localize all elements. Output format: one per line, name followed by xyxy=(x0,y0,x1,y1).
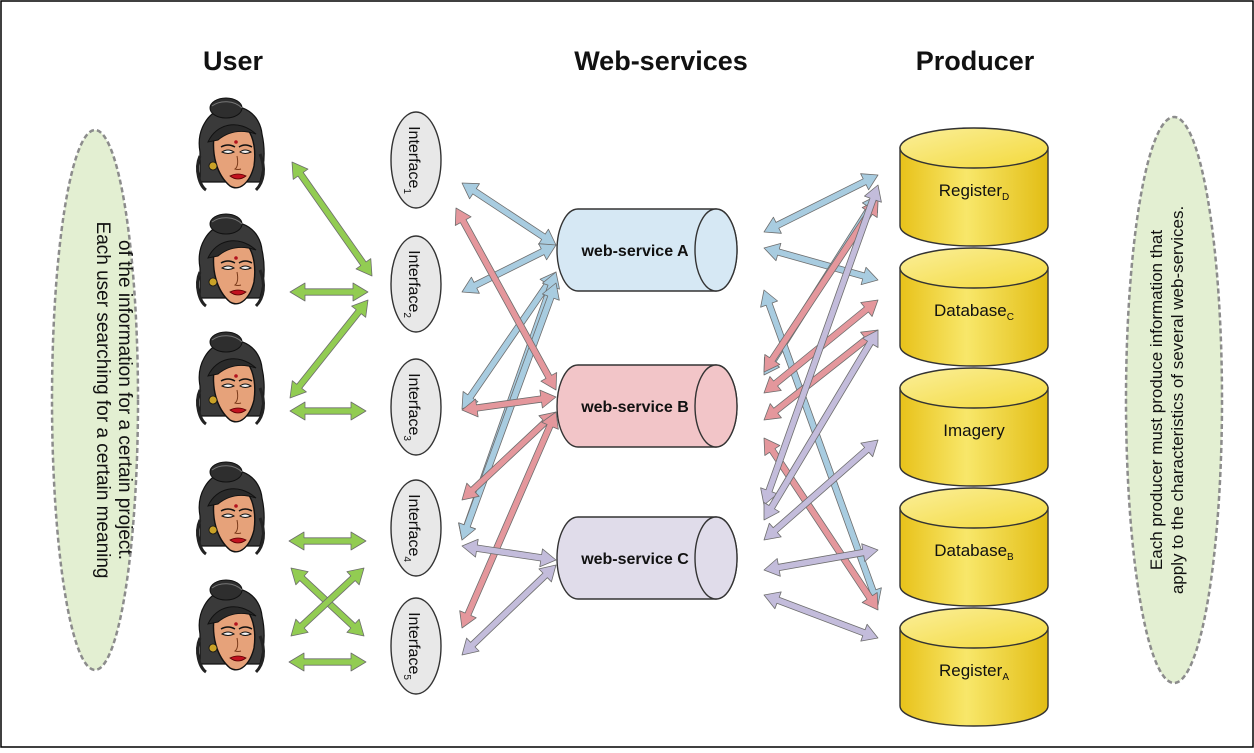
database-body xyxy=(899,627,1049,727)
user-avatar xyxy=(196,579,265,674)
user-avatar xyxy=(196,97,265,192)
interface-shape xyxy=(390,597,442,695)
interface-shape xyxy=(390,235,442,333)
user-interface-arrow xyxy=(291,161,373,277)
web-service-c-arrow xyxy=(760,184,882,506)
producer-3: Imagery xyxy=(899,367,1049,487)
web-service-b-arrow xyxy=(763,437,879,611)
interface-2: Interface2 xyxy=(390,235,442,333)
producer-label: RegisterD xyxy=(939,181,1010,203)
web-service-b-arrow xyxy=(459,411,559,629)
interface-shape xyxy=(390,111,442,209)
producer-label: Imagery xyxy=(943,421,1005,440)
interface-4: Interface4 xyxy=(390,479,442,577)
database-body xyxy=(899,507,1049,607)
interfaces-column: Interface1Interface2Interface3Interface4… xyxy=(390,111,442,695)
producer-label: RegisterA xyxy=(939,661,1009,683)
database-body xyxy=(899,387,1049,487)
producer-note-line-2: apply to the characteristics of several … xyxy=(1168,206,1187,594)
user-interface-arrow xyxy=(288,531,367,551)
web-service-label: web-service A xyxy=(580,243,688,260)
user-interface-arrow xyxy=(290,567,365,637)
producer-note: Each producer must produce information t… xyxy=(1124,115,1224,685)
web-service-c-arrow xyxy=(763,591,879,642)
database-top xyxy=(899,487,1049,529)
interface-label: Interface4 xyxy=(401,494,422,562)
user-interface-arrow xyxy=(289,401,367,421)
user-avatar xyxy=(196,461,265,556)
users-column xyxy=(196,97,265,674)
producer-2: DatabaseC xyxy=(899,247,1049,367)
user-interface-arrow xyxy=(289,299,369,399)
web-service-end xyxy=(694,516,738,600)
user-avatar xyxy=(196,331,265,426)
web-service-end xyxy=(694,208,738,292)
producer-1: RegisterD xyxy=(899,127,1049,247)
web-service-c-arrow xyxy=(763,439,879,541)
web-service-end xyxy=(694,364,738,448)
producer-5: RegisterA xyxy=(899,607,1049,727)
web-services-column: web-service A web-service B web-service C xyxy=(556,208,738,600)
heading-producer: Producer xyxy=(916,46,1035,76)
heading-user: User xyxy=(203,46,264,76)
producer-label: DatabaseB xyxy=(934,541,1014,563)
producer-note-line-1: Each producer must produce information t… xyxy=(1147,230,1166,570)
database-top xyxy=(899,127,1049,169)
web-service-label: web-service C xyxy=(580,551,689,568)
user-note-line-1: Each user searching for a certain meanin… xyxy=(92,222,113,579)
web-service-b: web-service B xyxy=(556,364,738,448)
database-top xyxy=(899,367,1049,409)
web-service-a: web-service A xyxy=(556,208,738,292)
interface-label: Interface2 xyxy=(401,250,422,318)
user-interface-arrow xyxy=(288,652,367,672)
database-top xyxy=(899,607,1049,649)
web-service-c-arrow xyxy=(763,329,879,521)
web-service-c: web-service C xyxy=(556,516,738,600)
producer-4: DatabaseB xyxy=(899,487,1049,607)
interface-1: Interface1 xyxy=(390,111,442,209)
interface-shape xyxy=(390,358,442,456)
interface-label: Interface1 xyxy=(401,126,422,194)
user-interface-arrow xyxy=(289,282,369,302)
user-avatar xyxy=(196,213,265,308)
interface-3: Interface3 xyxy=(390,358,442,456)
database-body xyxy=(899,147,1049,247)
producer-label: DatabaseC xyxy=(934,301,1014,323)
interface-label: Interface5 xyxy=(401,612,422,680)
user-note: Each user searching for a certain meanin… xyxy=(50,128,140,672)
web-service-label: web-service B xyxy=(580,399,689,416)
heading-web-services: Web-services xyxy=(574,46,748,76)
web-service-a-arrow xyxy=(461,243,557,294)
web-service-b-arrow xyxy=(461,389,557,418)
web-service-c-arrow xyxy=(763,543,879,577)
web-service-b-arrow xyxy=(454,207,558,391)
database-top xyxy=(899,247,1049,289)
arrows-layer xyxy=(288,161,882,672)
interface-shape xyxy=(390,479,442,577)
web-service-c-arrow xyxy=(461,564,557,656)
user-note-line-2: of the information for a certain project… xyxy=(114,240,135,560)
interface-label: Interface3 xyxy=(401,373,422,441)
interface-5: Interface5 xyxy=(390,597,442,695)
web-service-c-arrow xyxy=(461,538,557,568)
database-body xyxy=(899,267,1049,367)
web-service-a-arrow xyxy=(763,173,879,234)
